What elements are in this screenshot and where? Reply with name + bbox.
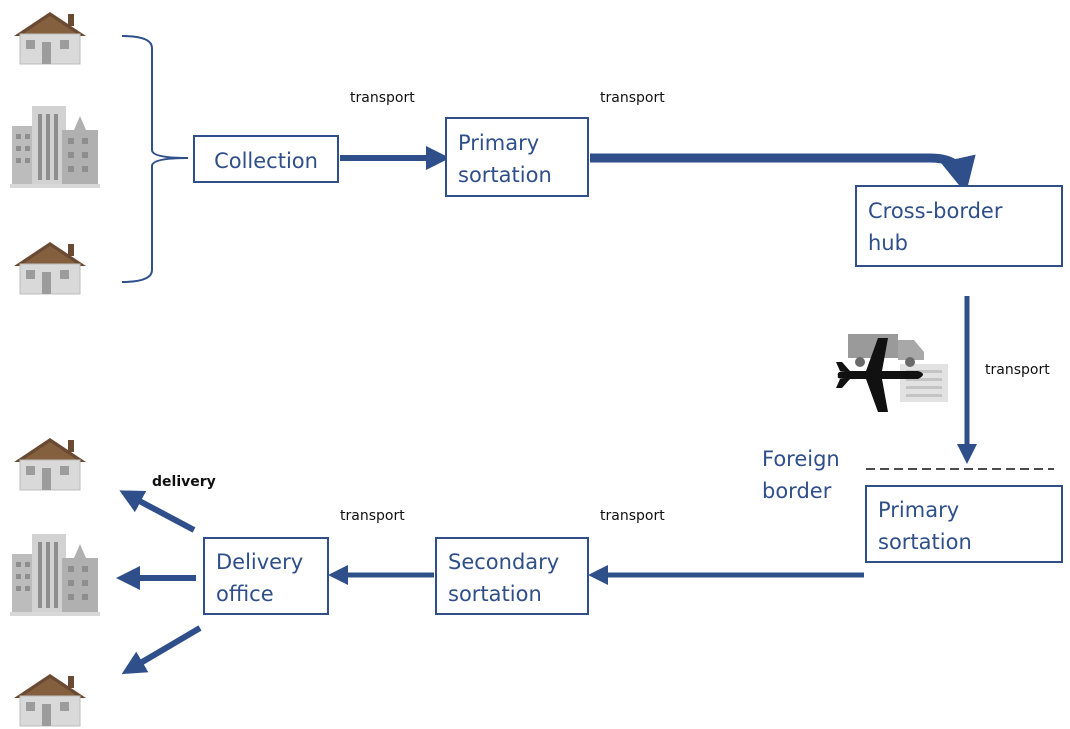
collection-label: Collection	[214, 149, 318, 173]
sender-bracket	[121, 35, 189, 283]
receiver-house-icon-bottom	[13, 673, 87, 727]
delivery-office-line2: office	[216, 582, 274, 606]
receiver-house-icon-top	[13, 437, 87, 491]
foreign-border-line1: Foreign	[762, 447, 840, 471]
collection-box	[193, 135, 339, 183]
sender-house-icon-bottom	[13, 241, 87, 295]
primary-sortation-2-line1: Primary	[878, 498, 959, 522]
sender-house-icon-top	[13, 11, 87, 65]
cross-border-hub-line2: hub	[868, 231, 908, 255]
transport-label-3: transport	[985, 362, 1050, 378]
foreign-border-line2: border	[762, 479, 832, 503]
delivery-arrow-down	[121, 625, 202, 675]
delivery-label: delivery	[152, 474, 216, 490]
secondary-sortation-line1: Secondary	[448, 550, 559, 574]
primary-sortation-1-line1: Primary	[458, 131, 539, 155]
transport-label-2: transport	[600, 90, 665, 106]
airplane-truck-icon	[836, 334, 948, 412]
transport-label-5: transport	[340, 508, 405, 524]
delivery-arrow-up	[119, 490, 196, 533]
primary-sortation-1-line2: sortation	[458, 163, 552, 187]
primary-sortation-2-line2: sortation	[878, 530, 972, 554]
arrow-primary-to-hub	[590, 153, 976, 194]
delivery-office-line1: Delivery	[216, 550, 303, 574]
receiver-building-icon	[10, 534, 100, 616]
transport-label-4: transport	[600, 508, 665, 524]
secondary-sortation-line2: sortation	[448, 582, 542, 606]
transport-label-1: transport	[350, 90, 415, 106]
cross-border-hub-box	[855, 185, 1063, 267]
secondary-sortation-box	[435, 537, 589, 615]
cross-border-hub-line1: Cross-border	[868, 199, 1003, 223]
primary-sortation-box-2	[865, 485, 1063, 563]
sender-building-icon	[10, 106, 100, 188]
primary-sortation-box-1	[445, 117, 589, 197]
delivery-office-box	[203, 537, 329, 615]
